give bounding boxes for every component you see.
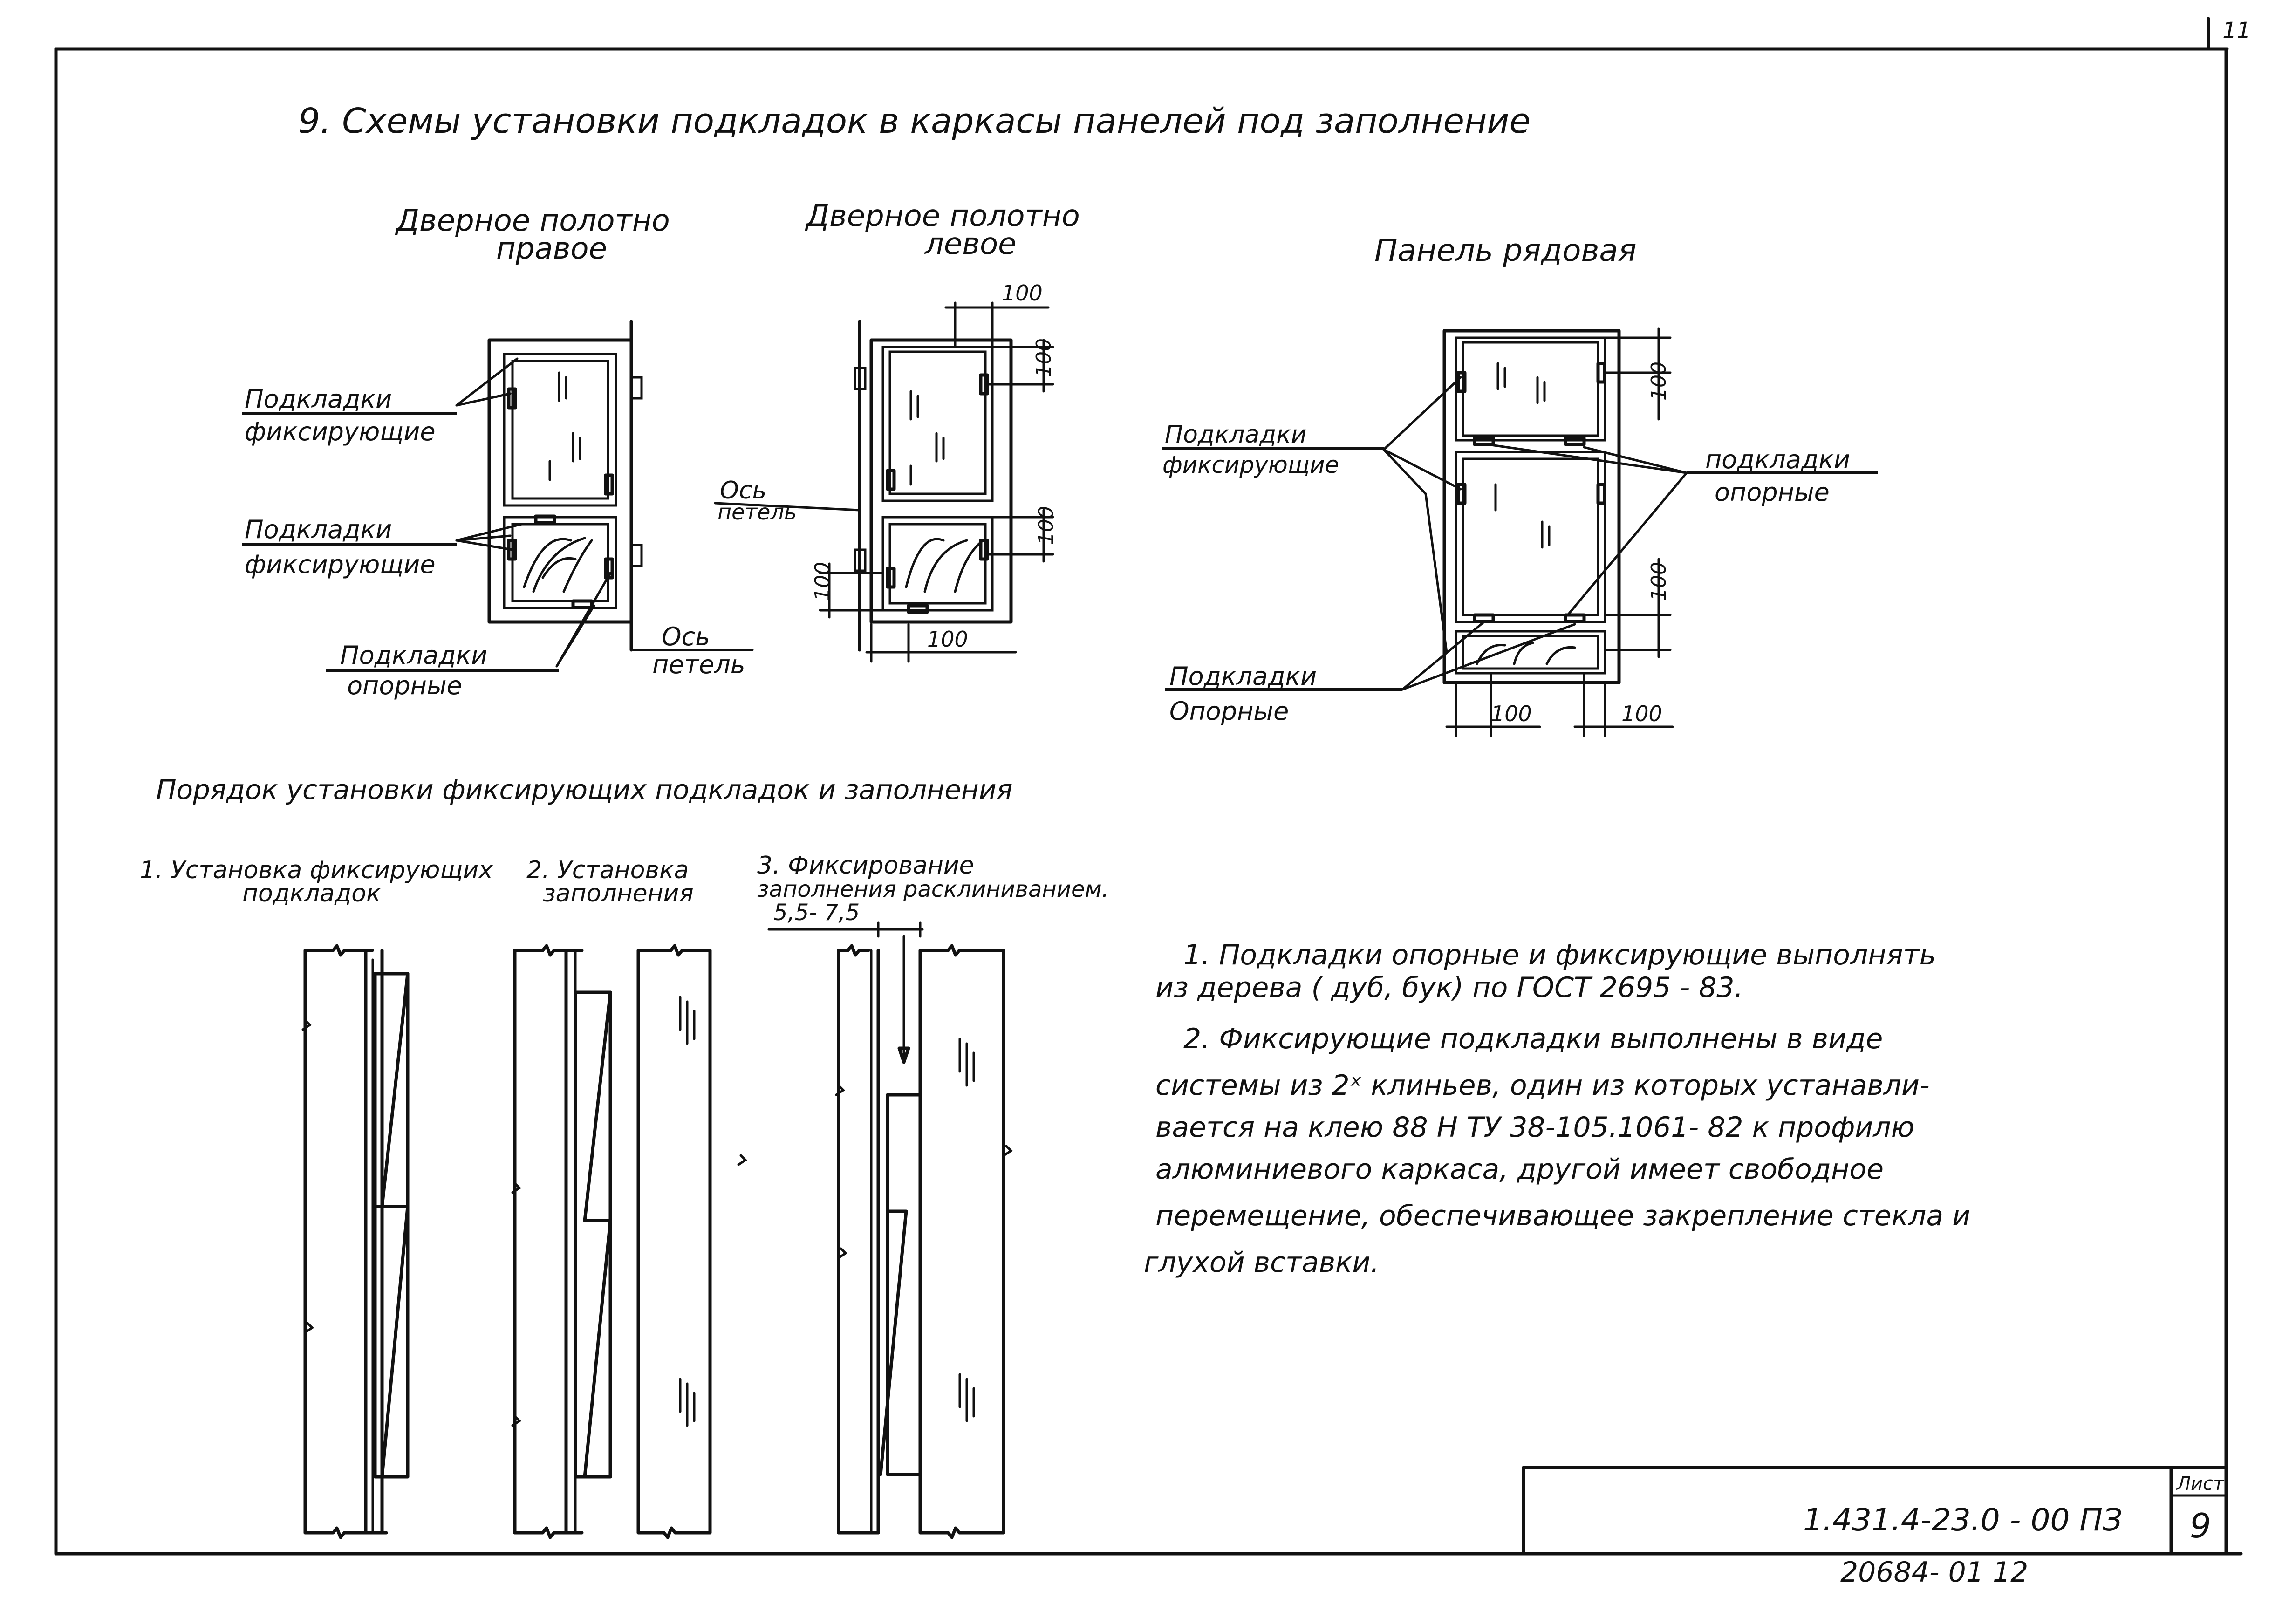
door-right-label-fix-1b: фиксирующие <box>245 417 436 446</box>
notes-block: 1. Подкладки опорные и фиксирующие выпол… <box>1144 939 1970 1279</box>
door-left-axis-a: Ось <box>720 477 766 505</box>
door-left-axis-b: петель <box>718 499 797 525</box>
panel-diagram: Панель рядовая 100 100 100 10 <box>1162 232 1878 737</box>
door-left-dim-bottom: 100 <box>927 627 968 652</box>
panel-label-fix-a: Подкладки <box>1165 421 1307 449</box>
door-right-caption-1: Дверное полотно <box>395 204 670 238</box>
sheet-frame <box>54 17 2243 1556</box>
door-right-axis-a: Ось <box>662 622 710 651</box>
note2-line1: 2. Фиксирующие подкладки выполнены в вид… <box>1183 1023 1883 1055</box>
door-left-caption-1: Дверное полотно <box>805 199 1080 233</box>
panel-label-fix-b: фиксирующие <box>1162 451 1339 478</box>
step1-section <box>301 944 410 1539</box>
panel-caption: Панель рядовая <box>1374 232 1637 268</box>
door-right-label-fix-1a: Подкладки <box>245 384 392 414</box>
door-left-dim-right-mid: 100 <box>1034 506 1058 545</box>
archive-code: 20684- 01 12 <box>1840 1556 2028 1589</box>
door-left-diagram: Дверное полотно левое 100 100 100 100 <box>714 199 1080 663</box>
step3-label-a: 3. Фиксирование <box>757 852 974 880</box>
step3-label-b: заполнения расклиниванием. <box>757 876 1109 902</box>
page-title: 9. Схемы установки подкладок в каркасы п… <box>298 101 1531 141</box>
door-left-dim-left: 100 <box>811 562 834 601</box>
door-right-label-sup-b: опорные <box>347 671 462 700</box>
step1-label-a: 1. Установка фиксирующих <box>140 856 493 884</box>
door-left-dim-top: 100 <box>1002 280 1043 306</box>
note1-line1: 1. Подкладки опорные и фиксирующие выпол… <box>1183 939 1936 971</box>
door-right-label-sup-a: Подкладки <box>340 641 487 670</box>
note1-line2: из дерева ( дуб, бук) по ГОСТ 2695 - 83. <box>1155 971 1743 1004</box>
order-heading: Порядок установки фиксирующих подкладок … <box>156 774 1012 806</box>
panel-label-sup-right-a: подкладки <box>1705 445 1850 474</box>
note2-line5: перемещение, обеспечивающее закрепление … <box>1155 1200 1970 1232</box>
sheet-label: Лист <box>2176 1473 2225 1495</box>
panel-dim-right-2: 100 <box>1647 562 1671 601</box>
note2-line2: системы из 2ˣ клиньев, один из которых у… <box>1155 1069 1930 1102</box>
step3-dim-label: 5,5- 7,5 <box>773 900 860 926</box>
doc-code: 1.431.4-23.0 - 00 ПЗ <box>1803 1502 2122 1538</box>
door-left-caption-2: левое <box>924 227 1017 261</box>
panel-label-sup-bottom-b: Опорные <box>1169 696 1289 726</box>
title-block: 1.431.4-23.0 - 00 ПЗ Лист 9 20684- 01 12 <box>1522 1466 2228 1589</box>
step2-label-a: 2. Установка <box>526 856 689 884</box>
door-right-diagram: Дверное полотно правое Подкладки фикси <box>242 204 754 700</box>
sheet-number-top: 11 <box>2222 18 2251 44</box>
sheet-value: 9 <box>2190 1506 2211 1545</box>
step3-section <box>767 921 1013 1539</box>
panel-dim-bottom-left: 100 <box>1491 701 1532 726</box>
door-right-caption-2: правое <box>496 232 607 266</box>
panel-label-sup-bottom-a: Подкладки <box>1169 662 1317 691</box>
note2-line3: вается на клею 88 Н ТУ 38-105.1061- 82 к… <box>1155 1111 1914 1144</box>
door-right-label-fix-2a: Подкладки <box>245 515 392 544</box>
door-right-axis-b: петель <box>652 650 745 679</box>
step2-label-b: заполнения <box>543 880 694 908</box>
panel-dim-bottom-right: 100 <box>1621 701 1662 726</box>
panel-dim-right-1: 100 <box>1647 362 1671 401</box>
note2-line4: алюминиевого каркаса, другой имеет свобо… <box>1155 1153 1884 1186</box>
panel-label-sup-right-b: опорные <box>1715 478 1830 507</box>
step1-label-b: подкладок <box>242 880 381 908</box>
note2-line6: глухой вставки. <box>1144 1246 1379 1279</box>
door-right-label-fix-2b: фиксирующие <box>245 550 436 579</box>
door-left-dim-right-top: 100 <box>1032 338 1056 377</box>
step2-section <box>511 944 747 1539</box>
